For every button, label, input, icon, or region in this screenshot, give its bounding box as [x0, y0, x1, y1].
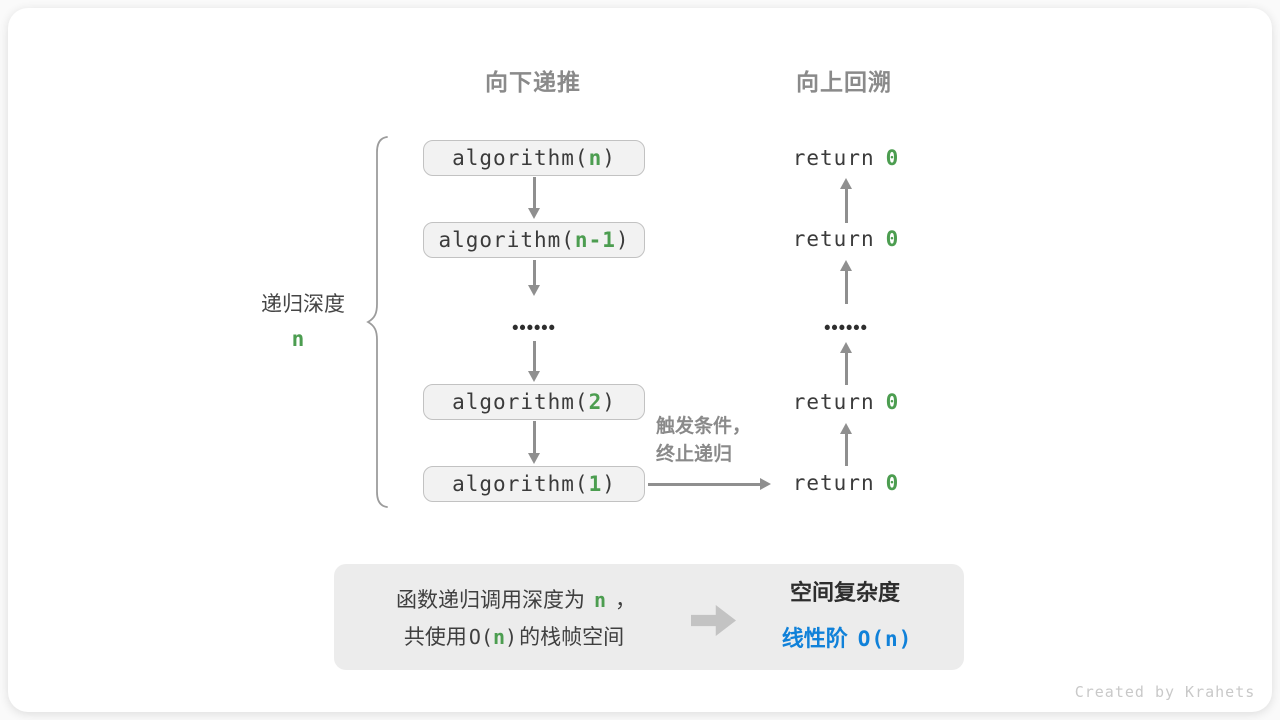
arrow-up-icon [844, 270, 848, 304]
call-box-algorithm-n-1: algorithm(n-1) [423, 222, 645, 258]
summary-panel [334, 564, 964, 670]
header-backtrack-up: 向上回溯 [796, 69, 892, 95]
arrow-down-icon [532, 341, 536, 372]
call-box-code: algorithm(n-1) [438, 228, 630, 252]
trigger-condition-line2: 终止递归 [656, 444, 733, 465]
figure-card: 向下递推 向上回溯 递归深度 n algorithm(n) algorithm(… [8, 8, 1272, 712]
call-stack-ellipsis: •••••• [512, 317, 556, 338]
call-box-code: algorithm(n) [452, 146, 616, 170]
trigger-condition-label: 触发条件， 终止递归 [656, 413, 751, 469]
call-box-algorithm-n: algorithm(n) [423, 140, 645, 176]
arrow-right-icon [648, 482, 760, 486]
arrow-up-icon [844, 433, 848, 466]
space-complexity-title: 空间复杂度 [789, 580, 901, 605]
arrow-down-icon [532, 260, 536, 286]
arrow-up-icon [844, 352, 848, 385]
call-box-algorithm-2: algorithm(2) [423, 384, 645, 420]
call-box-algorithm-1: algorithm(1) [423, 466, 645, 502]
call-box-code: algorithm(2) [452, 390, 616, 414]
arrow-down-icon [532, 421, 536, 454]
arrow-up-icon [844, 188, 848, 223]
trigger-condition-line1: 触发条件， [656, 416, 752, 437]
recursion-depth-value: n [291, 327, 305, 351]
return-ellipsis: •••••• [824, 317, 868, 338]
credit-text: Created by Krahets [1074, 683, 1256, 701]
recursion-depth-label: 递归深度 [261, 293, 345, 316]
depth-brace [366, 136, 388, 508]
call-box-code: algorithm(1) [452, 472, 616, 496]
arrow-down-icon [532, 177, 536, 209]
header-recurse-down: 向下递推 [485, 69, 581, 95]
